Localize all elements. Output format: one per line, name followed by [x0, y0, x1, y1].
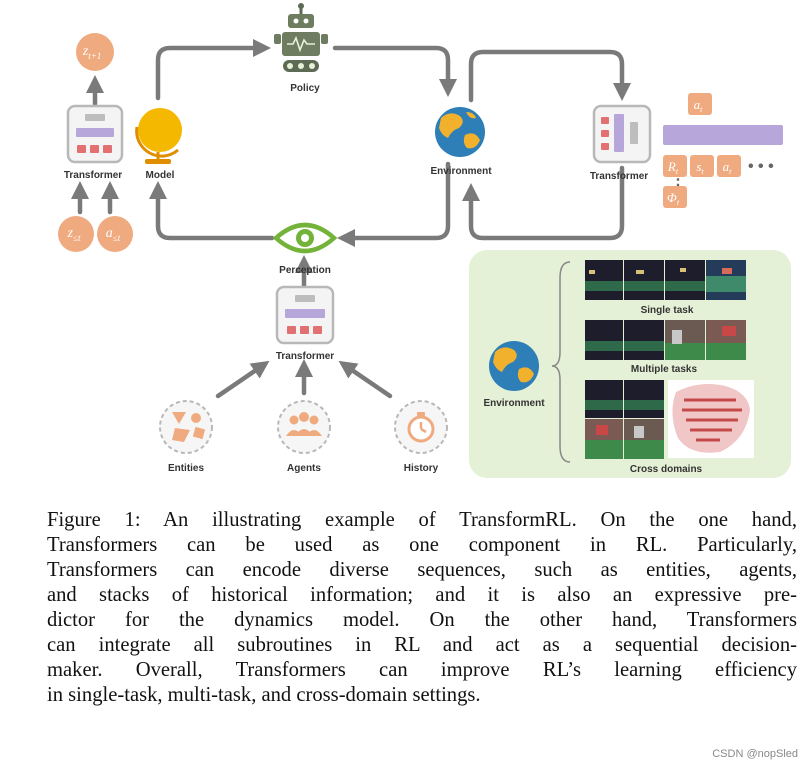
robot-icon — [274, 3, 328, 72]
transformer-left-icon — [66, 104, 124, 164]
arrow-env-to-transformer-right — [468, 49, 631, 103]
globe-icon — [435, 107, 485, 157]
caption-line: and stacks of historical information; an… — [47, 584, 797, 606]
single-task-label: Single task — [641, 305, 694, 316]
transformer-right-label: Transformer — [590, 171, 648, 182]
panel-environment-label: Environment — [483, 398, 545, 409]
token-s-t: st — [690, 155, 714, 177]
svg-text:a≤t: a≤t — [106, 226, 121, 243]
single-task-images — [585, 260, 746, 300]
policy-label: Policy — [290, 83, 320, 94]
transformer-center-label: Transformer — [276, 351, 334, 362]
caption-line: Figure 1: An illustrating example of Tra… — [47, 509, 797, 531]
history-icon — [394, 400, 448, 454]
agents-label: Agents — [287, 463, 321, 474]
transformer-center-icon — [275, 285, 335, 345]
token-a-t-top: at — [688, 93, 712, 115]
token-a-t: at — [717, 155, 741, 177]
svg-text:at: at — [723, 159, 733, 176]
arrow-env-to-perception — [337, 161, 451, 247]
svg-text:Rt: Rt — [667, 159, 679, 176]
arrow-model-to-policy — [155, 39, 271, 101]
output-bar — [663, 125, 783, 145]
token-phi-t: Φt — [663, 186, 687, 208]
transformrl-diagram: Policy Environment Model Transformer zt+… — [58, 3, 791, 478]
arrow-entities-to-transformer — [215, 360, 270, 399]
token-r-t: Rt — [663, 155, 687, 177]
eye-icon — [272, 222, 338, 254]
caption-line: can integrate all subroutines in RL and … — [47, 634, 797, 656]
cross-domains-label: Cross domains — [630, 464, 703, 475]
perception-label: Perception — [279, 265, 331, 276]
watermark: CSDN @nopSled — [712, 748, 798, 760]
caption-line: maker. Overall, Transformers can improve… — [47, 659, 797, 681]
svg-text:at: at — [694, 97, 704, 114]
history-label: History — [404, 463, 439, 474]
panel-brace — [551, 261, 571, 463]
caption-line: dictor for the dynamics model. On the ot… — [47, 609, 797, 631]
cross-domains-images — [585, 380, 754, 459]
caption-line: in single-task, multi-task, and cross-do… — [47, 684, 481, 706]
svg-text:zt+1: zt+1 — [82, 44, 102, 61]
transformer-right-icon — [592, 104, 652, 164]
arrow-perception-to-model — [149, 181, 275, 241]
svg-text:Φt: Φt — [667, 190, 680, 207]
token-a-le-t: a≤t — [97, 216, 133, 252]
svg-text:z≤t: z≤t — [67, 226, 81, 243]
sequence-ellipsis: • • • — [748, 158, 774, 175]
svg-text:st: st — [696, 159, 704, 176]
token-z-next: zt+1 — [76, 33, 114, 71]
entities-icon — [159, 400, 213, 454]
arrow-transformer-right-to-env — [462, 165, 625, 241]
caption-line: Transformers can be used as one componen… — [47, 534, 797, 556]
entities-label: Entities — [168, 463, 205, 474]
flow-arrows — [71, 39, 631, 399]
token-z-le-t: z≤t — [58, 216, 94, 252]
multiple-tasks-label: Multiple tasks — [631, 364, 698, 375]
caption-line: Transformers can encode diverse sequence… — [47, 559, 797, 581]
arrow-policy-to-environment — [332, 45, 457, 97]
multiple-tasks-images — [585, 320, 746, 360]
environment-label: Environment — [430, 166, 492, 177]
panel-globe-icon — [489, 341, 539, 391]
agents-icon — [277, 400, 331, 454]
transformer-left-label: Transformer — [64, 170, 122, 181]
model-label: Model — [146, 170, 175, 181]
figure-caption: Figure 1: An illustrating example of Tra… — [47, 508, 797, 708]
arrow-history-to-transformer — [338, 360, 393, 399]
model-globe-icon — [135, 108, 182, 164]
